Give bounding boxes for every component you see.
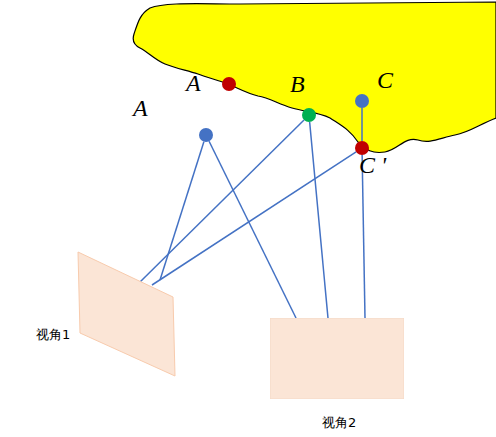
point-label: A <box>133 96 148 120</box>
point-b: B <box>302 108 316 122</box>
projection-ray <box>361 108 363 141</box>
projection-ray <box>152 152 356 285</box>
point-label: B <box>290 72 305 96</box>
object-surface <box>133 2 496 153</box>
projection-ray <box>362 155 365 318</box>
surface-point: C ' <box>355 141 369 155</box>
projection-ray <box>160 142 204 280</box>
point-label: A <box>186 71 201 95</box>
camera-plane-shape <box>78 252 175 376</box>
point-label: C ' <box>359 153 386 177</box>
view-label: 视角1 <box>36 328 70 341</box>
camera-plane-shape <box>270 318 404 399</box>
point-label: C <box>377 68 393 92</box>
projection-ray <box>209 141 296 318</box>
camera-view: 视角1 <box>76 250 178 378</box>
point-a: A <box>199 128 213 142</box>
camera-view: 视角2 <box>270 318 404 399</box>
surface-point: A <box>222 77 236 91</box>
view-label: 视角2 <box>322 416 356 429</box>
projection-ray <box>140 120 304 282</box>
camera-plane <box>270 318 404 399</box>
point-c: C <box>355 94 369 108</box>
projection-ray <box>310 122 328 318</box>
camera-plane <box>76 250 178 378</box>
